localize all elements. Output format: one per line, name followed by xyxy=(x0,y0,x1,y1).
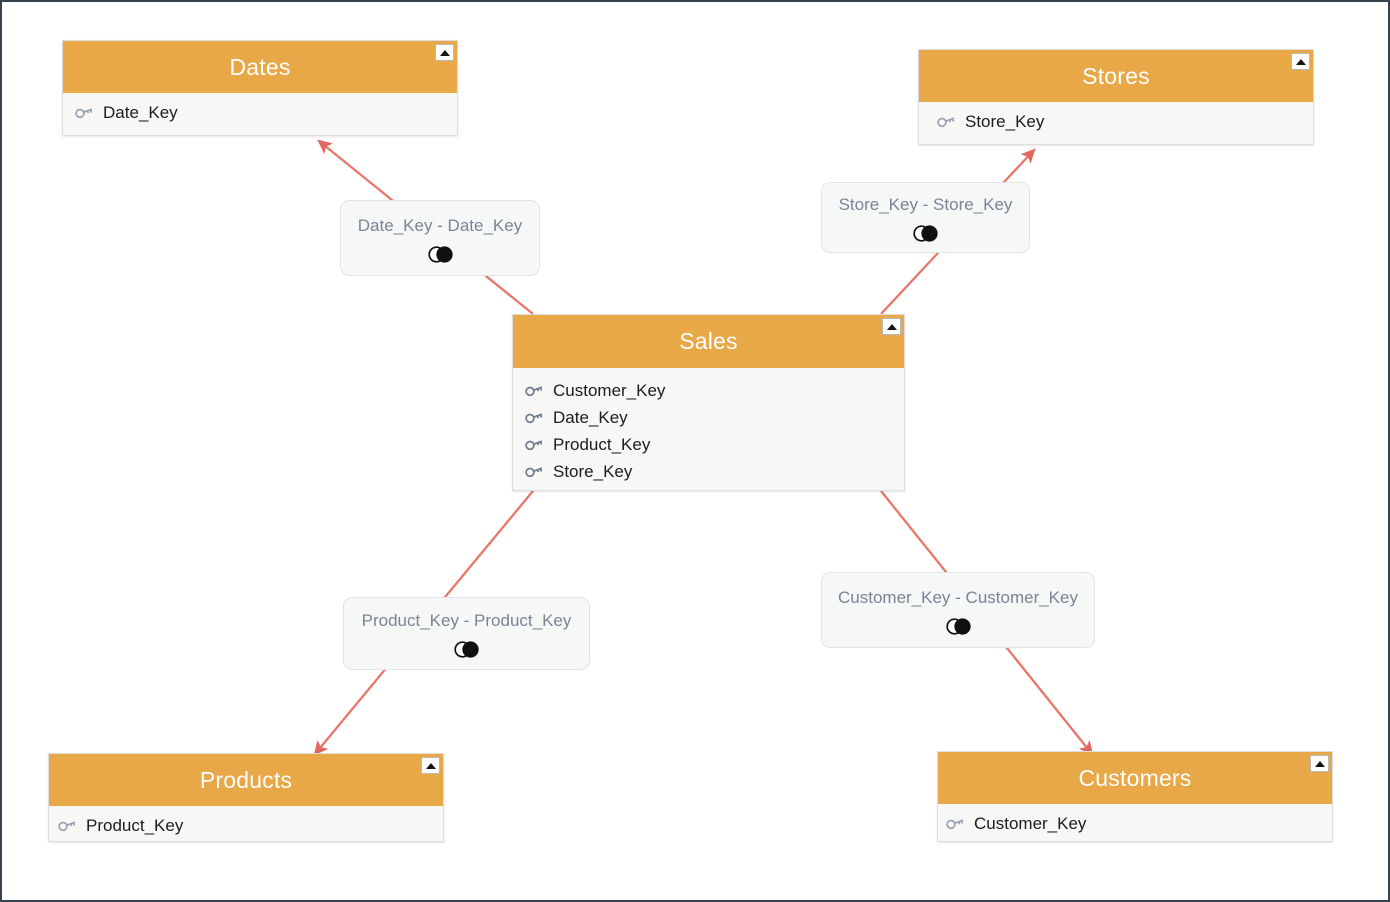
table-node-customers[interactable]: Customers Customer_Key xyxy=(937,751,1333,842)
field-row[interactable]: Date_Key xyxy=(63,99,457,126)
field-row[interactable]: Store_Key xyxy=(919,108,1313,135)
table-header-dates[interactable]: Dates xyxy=(63,41,457,93)
table-title-products: Products xyxy=(199,766,293,793)
table-body-stores: Store_Key xyxy=(919,102,1313,143)
table-header-sales[interactable]: Sales xyxy=(513,315,904,368)
table-body-products: Product_Key xyxy=(49,806,443,841)
field-label: Product_Key xyxy=(553,434,651,454)
relationship-label-text: Date_Key - Date_Key xyxy=(357,215,523,235)
table-title-dates: Dates xyxy=(229,53,291,80)
key-icon xyxy=(525,466,543,477)
table-node-sales[interactable]: Sales Customer_Key xyxy=(512,314,905,491)
key-icon xyxy=(58,820,76,831)
key-icon xyxy=(946,818,964,829)
relationship-label-product[interactable]: Product_Key - Product_Key xyxy=(343,597,590,670)
field-label: Date_Key xyxy=(103,102,178,122)
triangle-up-icon[interactable] xyxy=(1310,755,1329,772)
table-body-dates: Date_Key xyxy=(63,93,457,134)
table-node-products[interactable]: Products Product_Key xyxy=(48,753,444,842)
field-label: Store_Key xyxy=(553,461,633,481)
table-title-stores: Stores xyxy=(1082,62,1150,89)
field-row[interactable]: Store_Key xyxy=(513,458,904,485)
table-title-sales: Sales xyxy=(679,328,738,354)
field-row[interactable]: Product_Key xyxy=(49,812,443,839)
table-title-customers: Customers xyxy=(1078,764,1192,791)
triangle-up-icon[interactable] xyxy=(435,44,454,61)
table-header-products[interactable]: Products xyxy=(49,754,443,806)
triangle-up-icon[interactable] xyxy=(882,318,901,335)
venn-join-icon[interactable] xyxy=(453,641,480,658)
field-label: Store_Key xyxy=(965,111,1045,131)
key-icon xyxy=(525,412,543,423)
key-icon xyxy=(75,107,93,118)
field-label: Customer_Key xyxy=(553,380,666,400)
relationship-label-date[interactable]: Date_Key - Date_Key xyxy=(340,200,540,276)
relationship-label-customer[interactable]: Customer_Key - Customer_Key xyxy=(821,572,1095,648)
table-node-stores[interactable]: Stores Store_Key xyxy=(918,49,1314,145)
key-icon xyxy=(525,385,543,396)
field-row[interactable]: Customer_Key xyxy=(938,810,1332,837)
relationship-label-text: Customer_Key - Customer_Key xyxy=(838,587,1078,607)
triangle-up-icon[interactable] xyxy=(421,757,440,774)
key-icon xyxy=(525,439,543,450)
field-label: Date_Key xyxy=(553,407,628,427)
field-row[interactable]: Customer_Key xyxy=(513,377,904,404)
venn-join-icon[interactable] xyxy=(945,617,972,635)
table-header-customers[interactable]: Customers xyxy=(938,752,1332,804)
table-body-customers: Customer_Key xyxy=(938,804,1332,841)
field-label: Customer_Key xyxy=(974,813,1087,833)
relationship-label-text: Store_Key - Store_Key xyxy=(838,195,1013,214)
relationship-label-text: Product_Key - Product_Key xyxy=(361,611,572,630)
key-icon xyxy=(937,116,955,127)
table-header-stores[interactable]: Stores xyxy=(919,50,1313,102)
relationship-label-store[interactable]: Store_Key - Store_Key xyxy=(821,182,1030,253)
table-body-sales: Customer_Key Date_Key Product_Ke xyxy=(513,368,904,490)
field-label: Product_Key xyxy=(86,815,184,835)
triangle-up-icon[interactable] xyxy=(1291,53,1310,70)
venn-join-icon[interactable] xyxy=(427,245,454,263)
table-node-dates[interactable]: Dates Date_Key xyxy=(62,40,458,136)
venn-join-icon[interactable] xyxy=(912,225,939,242)
field-row[interactable]: Product_Key xyxy=(513,431,904,458)
field-row[interactable]: Date_Key xyxy=(513,404,904,431)
